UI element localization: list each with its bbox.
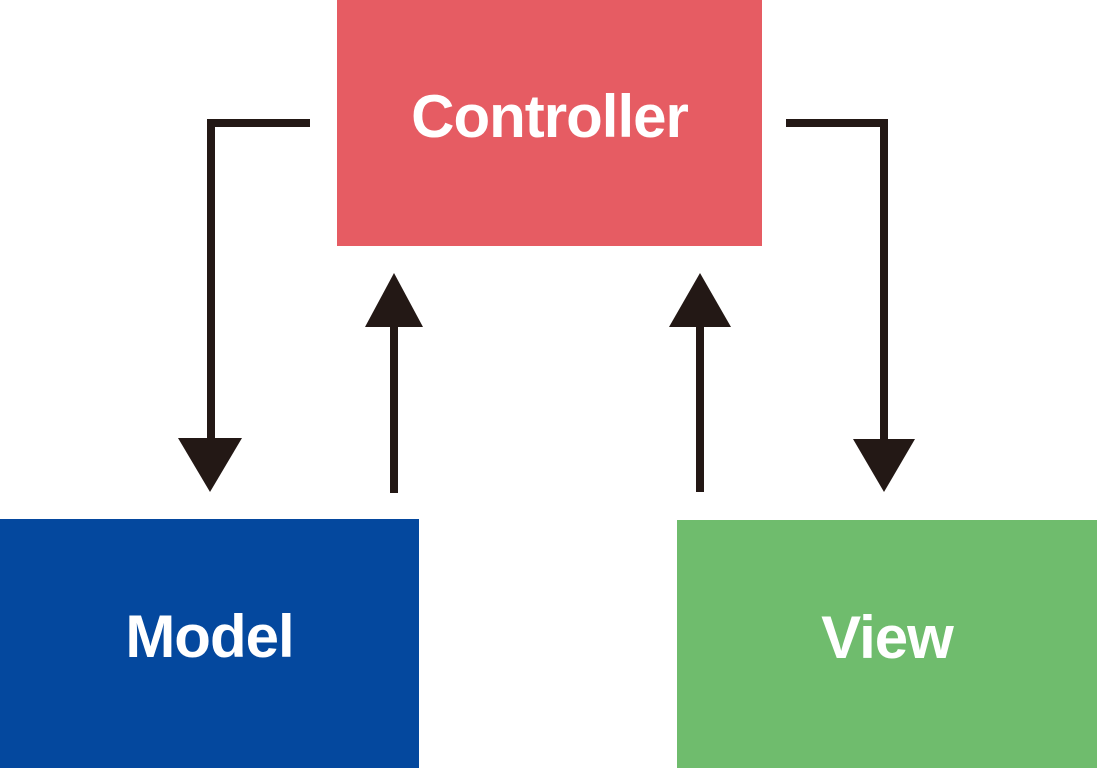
controller-to-model-arrow-line: [207, 119, 310, 442]
controller-label: Controller: [411, 82, 689, 150]
controller-to-view-arrowhead-icon: [853, 439, 915, 492]
controller-to-model-arrowhead-icon: [178, 438, 242, 492]
view-label: View: [821, 603, 954, 671]
controller-to-view-arrow-line: [786, 119, 888, 443]
view-to-controller-arrowhead-icon: [669, 273, 731, 327]
controller-to-model-arrow: [178, 119, 310, 492]
model-node: Model: [0, 519, 419, 768]
controller-to-view-arrow: [786, 119, 915, 492]
model-to-controller-arrow: [365, 273, 423, 493]
view-node: View: [677, 520, 1097, 768]
model-label: Model: [125, 603, 294, 670]
view-to-controller-arrow: [669, 273, 731, 492]
controller-node: Controller: [337, 0, 762, 246]
model-to-controller-arrowhead-icon: [365, 273, 423, 327]
